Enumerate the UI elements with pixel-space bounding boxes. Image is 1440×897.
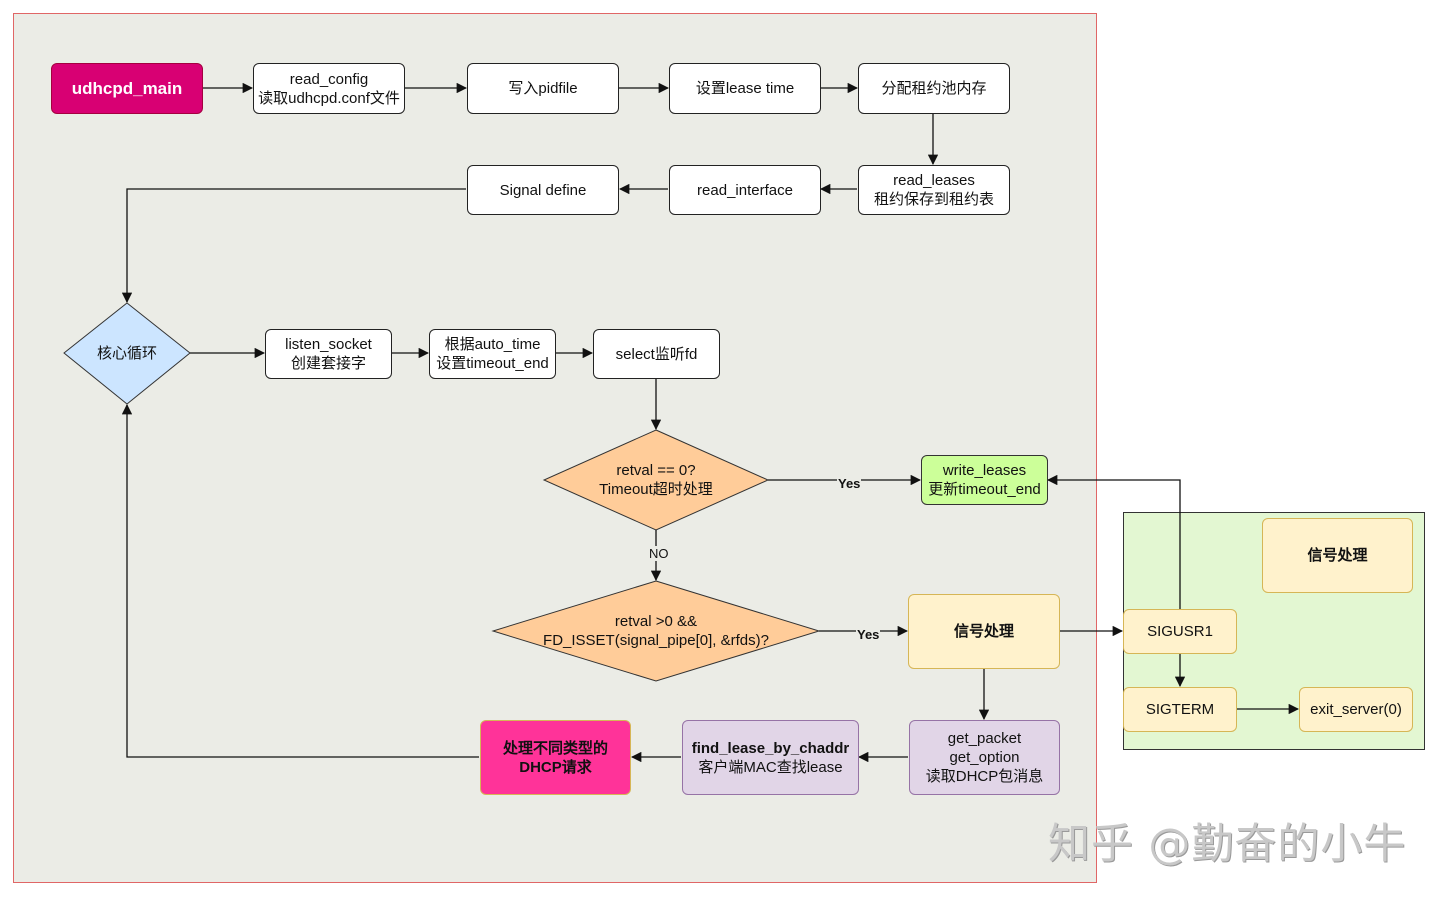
signal-title-node: 信号处理 bbox=[1262, 518, 1413, 593]
edge-signal-loop bbox=[121, 188, 466, 304]
core-loop-text: 核心循环 bbox=[64, 303, 190, 404]
retval-zero-text: retval == 0? Timeout超时处理 bbox=[544, 430, 768, 530]
signal-define-label: Signal define bbox=[499, 181, 587, 199]
retval-pos-text: retval >0 && FD_ISSET(signal_pipe[0], &r… bbox=[493, 581, 819, 681]
retval-pos-line1: retval >0 && bbox=[614, 613, 698, 630]
read-interface-label: read_interface bbox=[697, 181, 793, 199]
listen-socket-line2: 创建套接字 bbox=[290, 355, 366, 372]
write-pidfile-label: 写入pidfile bbox=[508, 80, 578, 97]
read-leases-line1: read_leases bbox=[893, 172, 975, 189]
retval-zero-line1: retval == 0? bbox=[616, 462, 696, 479]
exit-server-label: exit_server(0) bbox=[1310, 701, 1402, 718]
select-fd-node: select监听fd bbox=[593, 329, 720, 379]
signal-handle-node: 信号处理 bbox=[908, 594, 1060, 669]
signal-handle-label: 信号处理 bbox=[953, 623, 1014, 640]
alloc-pool-label: 分配租约池内存 bbox=[881, 80, 987, 97]
sigusr1-node: SIGUSR1 bbox=[1123, 609, 1237, 654]
handle-dhcp-node: 处理不同类型的 DHCP请求 bbox=[480, 720, 631, 795]
handle-dhcp-line1: 处理不同类型的 bbox=[502, 739, 608, 757]
find-lease-line1: find_lease_by_chaddr bbox=[691, 739, 850, 757]
zhihu-watermark: 知乎 @勤奋的小牛 bbox=[1048, 819, 1407, 868]
retval-pos-diamond bbox=[491, 580, 821, 682]
listen-socket-line1: listen_socket bbox=[285, 336, 372, 353]
auto-time-node: 根据auto_time 设置timeout_end bbox=[429, 329, 556, 379]
sigterm-label: SIGTERM bbox=[1145, 701, 1215, 718]
handle-dhcp-line2: DHCP请求 bbox=[519, 758, 592, 776]
signal-title-label: 信号处理 bbox=[1307, 547, 1368, 564]
select-fd-label: select监听fd bbox=[615, 345, 698, 363]
read-leases-line2: 租约保存到租约表 bbox=[873, 191, 994, 208]
udhcpd-main-node: udhcpd_main bbox=[51, 63, 203, 114]
edge-label-yes-1: Yes bbox=[837, 476, 862, 491]
set-lease-time-node: 设置lease time bbox=[669, 63, 821, 114]
read-config-node: read_config 读取udhcpd.conf文件 bbox=[253, 63, 405, 114]
edge-sigusr1-write bbox=[1046, 474, 1181, 609]
retval-pos-line2: FD_ISSET(signal_pipe[0], &rfds)? bbox=[543, 632, 769, 649]
alloc-pool-node: 分配租约池内存 bbox=[858, 63, 1010, 114]
get-packet-node: get_packet get_option 读取DHCP包消息 bbox=[909, 720, 1060, 795]
auto-time-line2: 设置timeout_end bbox=[436, 355, 549, 372]
get-packet-line2: get_option bbox=[949, 749, 1020, 766]
write-leases-line2: 更新timeout_end bbox=[928, 481, 1041, 498]
find-lease-node: find_lease_by_chaddr 客户端MAC查找lease bbox=[682, 720, 859, 795]
core-loop-label: 核心循环 bbox=[96, 345, 157, 362]
retval-zero-line2: Timeout超时处理 bbox=[599, 481, 713, 498]
write-leases-line1: write_leases bbox=[942, 462, 1027, 479]
read-interface-node: read_interface bbox=[669, 165, 821, 215]
sigterm-node: SIGTERM bbox=[1123, 687, 1237, 732]
auto-time-line1: 根据auto_time bbox=[444, 336, 541, 353]
udhcpd-main-label: udhcpd_main bbox=[71, 79, 183, 98]
exit-server-node: exit_server(0) bbox=[1299, 687, 1413, 732]
read-config-line2: 读取udhcpd.conf文件 bbox=[258, 89, 400, 107]
edge-dhcp-loop bbox=[121, 403, 479, 758]
get-packet-line3: 读取DHCP包消息 bbox=[925, 768, 1044, 785]
write-leases-node: write_leases 更新timeout_end bbox=[921, 455, 1048, 505]
edge-label-no: NO bbox=[648, 546, 670, 561]
read-config-line1: read_config bbox=[289, 70, 369, 88]
read-leases-node: read_leases 租约保存到租约表 bbox=[858, 165, 1010, 215]
sigusr1-label: SIGUSR1 bbox=[1147, 623, 1213, 640]
write-pidfile-node: 写入pidfile bbox=[467, 63, 619, 114]
edge-label-yes-2: Yes bbox=[856, 627, 881, 642]
set-lease-time-label: 设置lease time bbox=[695, 80, 795, 97]
listen-socket-node: listen_socket 创建套接字 bbox=[265, 329, 392, 379]
signal-define-node: Signal define bbox=[467, 165, 619, 215]
get-packet-line1: get_packet bbox=[947, 730, 1022, 747]
find-lease-line2: 客户端MAC查找lease bbox=[698, 758, 843, 776]
